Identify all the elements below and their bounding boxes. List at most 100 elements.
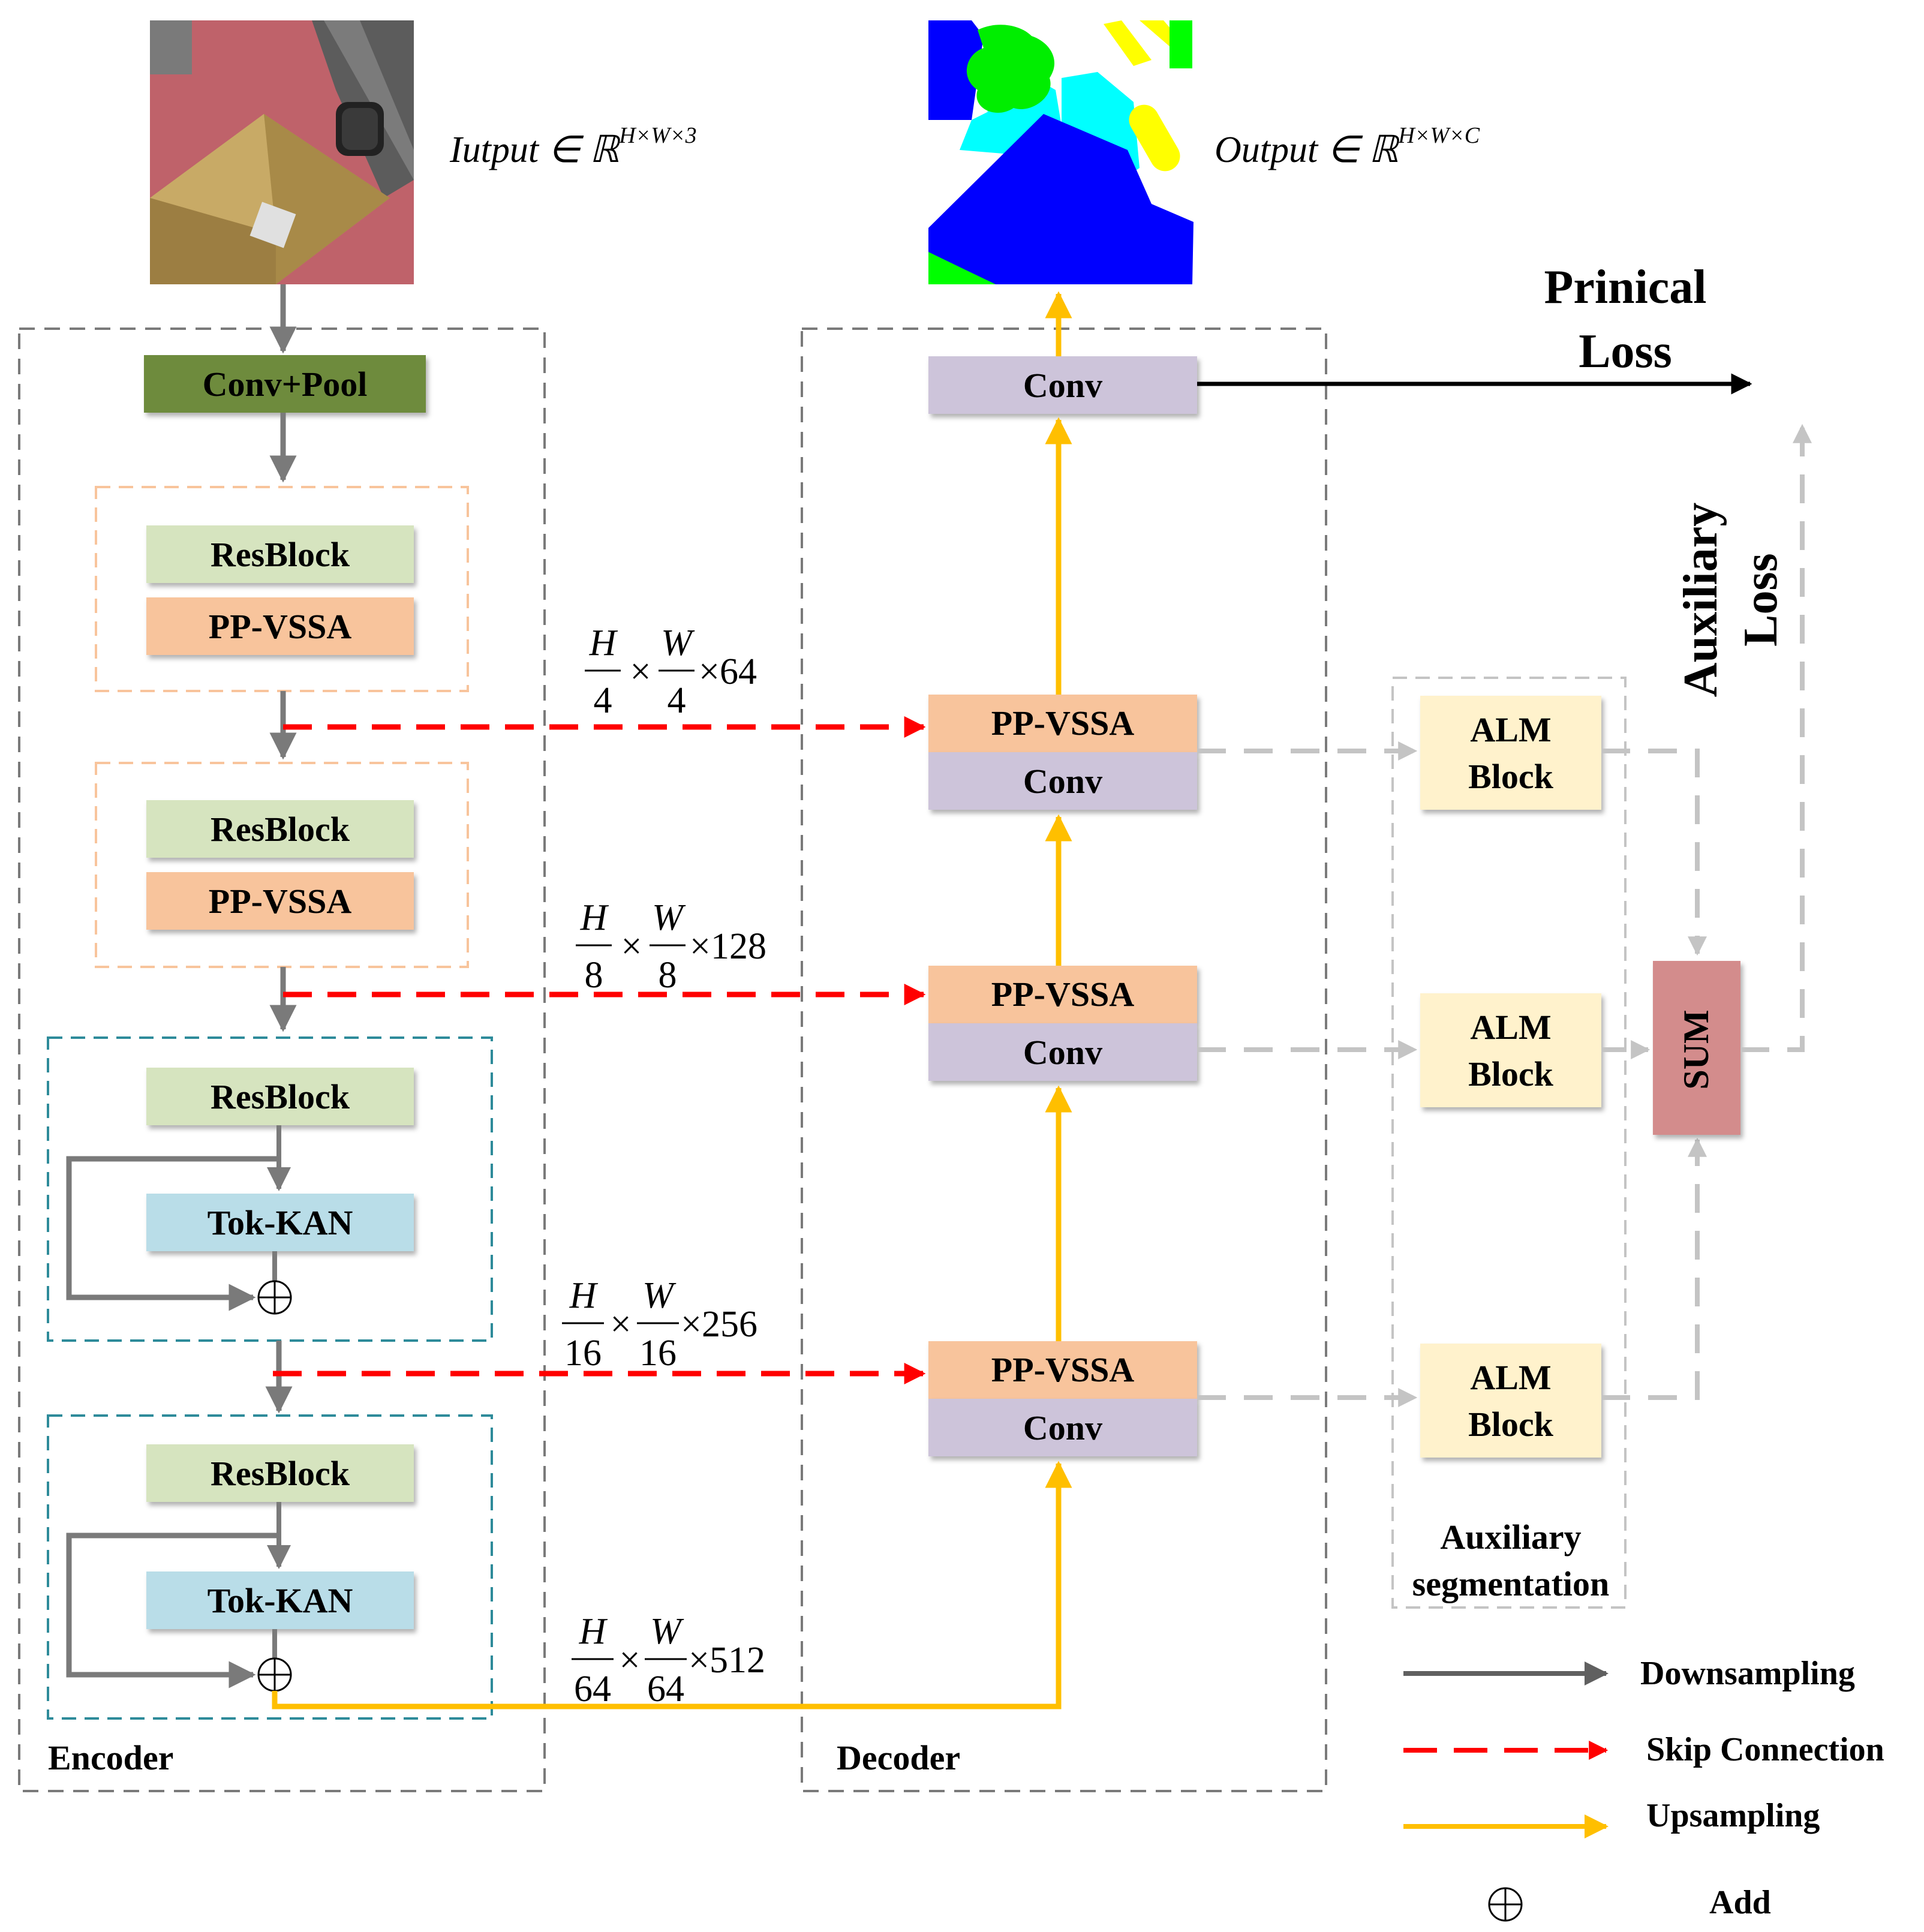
decoder-pp-vssa-3-label: PP-VSSA — [991, 1350, 1135, 1389]
decoder-pp-vssa-3 — [928, 1341, 1197, 1399]
svg-text:×256: ×256 — [681, 1304, 757, 1345]
svg-text:4: 4 — [668, 680, 686, 721]
dim-label-2: H 8 × W 8 ×128 — [576, 897, 766, 996]
sum-label: SUM — [1676, 1009, 1716, 1089]
encoder-tok-kan-1 — [146, 1194, 414, 1251]
svg-text:×: × — [630, 651, 651, 692]
dim-label-3: H 16 × W 16 ×256 — [562, 1275, 757, 1374]
dim-label-1: H 4 × W 4 ×64 — [585, 623, 757, 721]
svg-text:4: 4 — [594, 680, 612, 721]
sum-block — [1653, 961, 1740, 1135]
decoder-conv-1-label: Conv — [1023, 762, 1102, 801]
legend: Downsampling Skip Connection Upsampling … — [1403, 1655, 1884, 1922]
svg-text:×: × — [621, 926, 642, 967]
encoder-resblock-3 — [146, 1068, 414, 1125]
decoder-conv-2-label: Conv — [1023, 1033, 1102, 1072]
svg-text:8: 8 — [585, 955, 603, 996]
alm-block-3-line2: Block — [1468, 1405, 1554, 1444]
decoder-pp-vssa-2-label: PP-VSSA — [991, 975, 1135, 1014]
encoder-stage-2-frame — [95, 762, 469, 968]
decoder-conv-3-label: Conv — [1023, 1408, 1102, 1447]
decoder-conv-1 — [928, 752, 1197, 810]
add-icon-2 — [257, 1657, 292, 1692]
decoder-conv-2 — [928, 1023, 1197, 1081]
decoder-frame — [801, 327, 1327, 1792]
residual-arrow-2 — [66, 1533, 279, 1688]
encoder-stage-1-frame — [95, 486, 469, 692]
encoder-title: Encoder — [48, 1738, 173, 1777]
encoder-pp-vssa-2-label: PP-VSSA — [209, 882, 352, 921]
auxiliary-loss-line2: Loss — [1734, 553, 1787, 647]
conv-pool-block — [144, 355, 426, 413]
svg-text:W: W — [652, 897, 686, 938]
encoder-resblock-2-label: ResBlock — [211, 810, 350, 849]
legend-add-label: Add — [1709, 1884, 1771, 1921]
svg-text:H: H — [579, 1611, 608, 1652]
principal-loss-line2: Loss — [1579, 325, 1672, 378]
encoder-tok-kan-1-label: Tok-KAN — [208, 1203, 353, 1242]
principal-loss-line1: Prinical — [1544, 261, 1706, 314]
auxiliary-caption-line1: Auxiliary — [1440, 1518, 1581, 1557]
auxiliary-loss-line1: Auxiliary — [1675, 503, 1727, 697]
output-label: Output ∈ ℝH×W×C — [1214, 123, 1480, 170]
svg-text:H: H — [580, 897, 609, 938]
residual-arrow-1 — [66, 1156, 279, 1311]
encoder-resblock-1 — [146, 525, 414, 583]
auxiliary-loss-arrow — [1740, 423, 1812, 1052]
svg-text:×128: ×128 — [690, 926, 766, 967]
encoder-resblock-1-label: ResBlock — [211, 535, 350, 574]
decoder-pp-vssa-1-label: PP-VSSA — [991, 704, 1135, 743]
alm-block-2-line1: ALM — [1470, 1008, 1551, 1047]
input-label: Iutput ∈ ℝH×W×3 — [449, 123, 697, 170]
alm-block-2-line2: Block — [1468, 1054, 1554, 1093]
decoder-conv-3 — [928, 1399, 1197, 1456]
svg-text:64: 64 — [574, 1669, 611, 1709]
legend-skip-label: Skip Connection — [1646, 1731, 1884, 1768]
encoder-resblock-3-label: ResBlock — [211, 1077, 350, 1116]
decoder-pp-vssa-2 — [928, 966, 1197, 1023]
alm-block-1-line2: Block — [1468, 757, 1554, 796]
decoder-pp-vssa-1 — [928, 695, 1197, 752]
svg-text:×: × — [620, 1640, 641, 1681]
svg-text:W: W — [650, 1611, 684, 1652]
svg-text:16: 16 — [639, 1333, 677, 1374]
alm-to-sum-3 — [1601, 1137, 1707, 1400]
encoder-stage-4-frame — [47, 1414, 493, 1720]
encoder-resblock-2 — [146, 800, 414, 858]
svg-text:H: H — [589, 623, 618, 663]
svg-text:H: H — [569, 1275, 599, 1316]
encoder-pp-vssa-1 — [146, 597, 414, 655]
conv-pool-label: Conv+Pool — [203, 365, 368, 404]
svg-text:8: 8 — [659, 955, 677, 996]
dim-label-4: H 64 × W 64 ×512 — [572, 1611, 765, 1709]
alm-block-1-line1: ALM — [1470, 710, 1551, 749]
svg-text:W: W — [661, 623, 695, 663]
add-icon-1 — [257, 1280, 292, 1315]
encoder-pp-vssa-2 — [146, 872, 414, 930]
decoder-conv-top — [928, 356, 1197, 414]
auxiliary-frame — [1391, 677, 1627, 1609]
upsample-arrow-bottleneck — [272, 1461, 1072, 1709]
alm-block-1 — [1420, 696, 1601, 810]
alm-block-2 — [1420, 993, 1601, 1107]
legend-add-icon — [1488, 1887, 1523, 1922]
svg-text:×: × — [611, 1304, 632, 1345]
alm-block-3-line1: ALM — [1470, 1358, 1551, 1397]
auxiliary-caption-line2: segmentation — [1412, 1564, 1610, 1603]
input-image — [150, 20, 414, 284]
svg-text:W: W — [642, 1275, 677, 1316]
encoder-resblock-4 — [146, 1444, 414, 1502]
encoder-tok-kan-2-label: Tok-KAN — [208, 1581, 353, 1620]
decoder-title: Decoder — [837, 1738, 960, 1777]
svg-text:×64: ×64 — [699, 651, 757, 692]
decoder-conv-top-label: Conv — [1023, 366, 1102, 405]
svg-text:64: 64 — [647, 1669, 684, 1709]
svg-text:16: 16 — [564, 1333, 602, 1374]
legend-downsampling-label: Downsampling — [1640, 1655, 1855, 1692]
alm-block-3 — [1420, 1344, 1601, 1458]
legend-upsampling-label: Upsampling — [1646, 1797, 1820, 1834]
output-segmentation-image — [928, 20, 1194, 284]
encoder-pp-vssa-1-label: PP-VSSA — [209, 607, 352, 646]
